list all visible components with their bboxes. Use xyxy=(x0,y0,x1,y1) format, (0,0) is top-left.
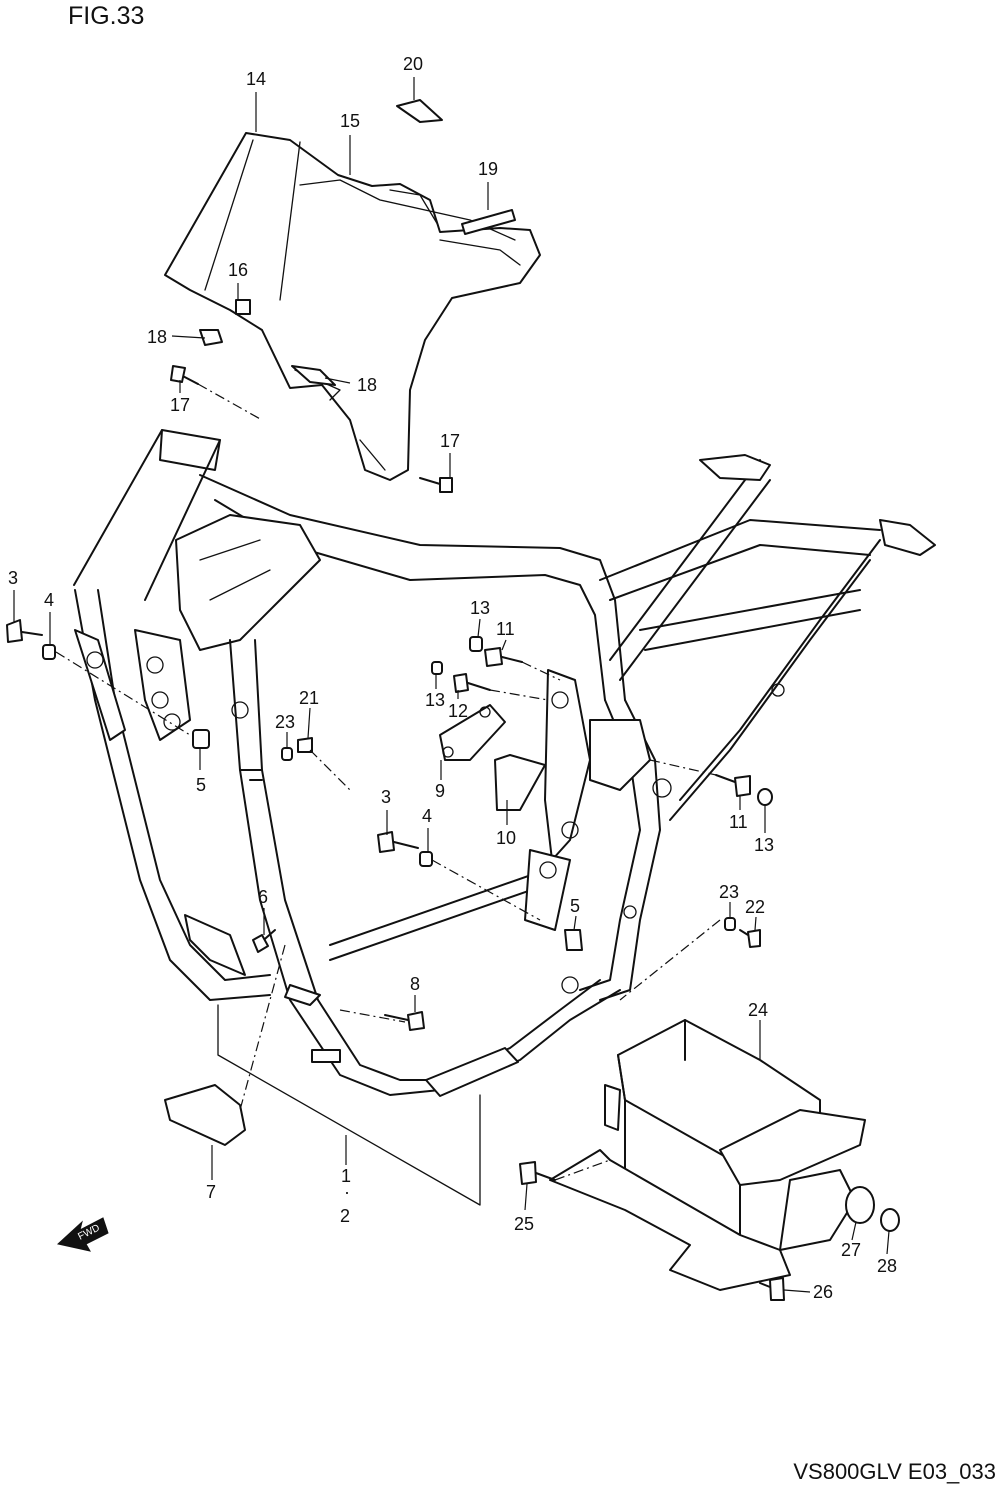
callout-16: 16 xyxy=(228,260,248,280)
callout-2: 2 xyxy=(340,1206,350,1226)
callout-22: 22 xyxy=(745,897,765,917)
callout-28: 28 xyxy=(877,1256,897,1276)
callout-11b: 11 xyxy=(729,812,748,832)
callout-dot: · xyxy=(344,1182,350,1202)
callout-4b: 4 xyxy=(422,806,432,826)
alignment-lines xyxy=(55,383,721,1181)
callout-24: 24 xyxy=(748,1000,768,1020)
callout-7: 7 xyxy=(206,1182,216,1202)
callout-13b: 13 xyxy=(425,690,445,710)
frame-cover xyxy=(164,132,541,481)
callout-3: 3 xyxy=(8,568,18,588)
callout-26: 26 xyxy=(813,1282,833,1302)
part-28-collar xyxy=(880,1208,900,1232)
callout-18: 18 xyxy=(147,327,167,347)
callout-labels: 14 15 20 19 16 18 18 17 17 3 4 5 6 7 1 ·… xyxy=(8,54,897,1302)
callout-5: 5 xyxy=(196,775,206,795)
leader-lines xyxy=(13,77,890,1293)
part-27-damper xyxy=(845,1186,875,1224)
callout-25: 25 xyxy=(514,1214,534,1234)
callout-13: 13 xyxy=(470,598,490,618)
part-7-plate xyxy=(164,1084,246,1146)
callout-15: 15 xyxy=(340,111,360,131)
fasteners xyxy=(6,299,785,1301)
battery-box xyxy=(549,1019,866,1291)
callout-17: 17 xyxy=(170,395,190,415)
callout-8: 8 xyxy=(410,974,420,994)
callout-18b: 18 xyxy=(357,375,377,395)
callout-1: 1 xyxy=(341,1166,351,1186)
callout-23b: 23 xyxy=(719,882,739,902)
callout-3b: 3 xyxy=(381,787,391,807)
callout-27: 27 xyxy=(841,1240,861,1260)
callout-5b: 5 xyxy=(570,896,580,916)
main-frame xyxy=(73,429,936,1097)
part-20-plate xyxy=(396,99,443,123)
fwd-arrow-icon: FWD xyxy=(56,1217,109,1252)
callout-6: 6 xyxy=(258,887,268,907)
callout-17b: 17 xyxy=(440,431,460,451)
callout-10: 10 xyxy=(496,828,516,848)
callout-12: 12 xyxy=(448,701,468,721)
callout-23: 23 xyxy=(275,712,295,732)
callout-20: 20 xyxy=(403,54,423,74)
part-19-pad xyxy=(461,209,516,235)
callout-21: 21 xyxy=(299,688,319,708)
callout-9: 9 xyxy=(435,781,445,801)
callout-13c: 13 xyxy=(754,835,774,855)
figure-title: FIG.33 xyxy=(68,2,145,30)
callout-11: 11 xyxy=(496,619,515,639)
figure-code: VS800GLV E03_033 xyxy=(793,1459,996,1484)
callout-14: 14 xyxy=(246,69,266,89)
part-10-bracket xyxy=(494,754,546,811)
callout-4: 4 xyxy=(44,590,54,610)
callout-19: 19 xyxy=(478,159,498,179)
